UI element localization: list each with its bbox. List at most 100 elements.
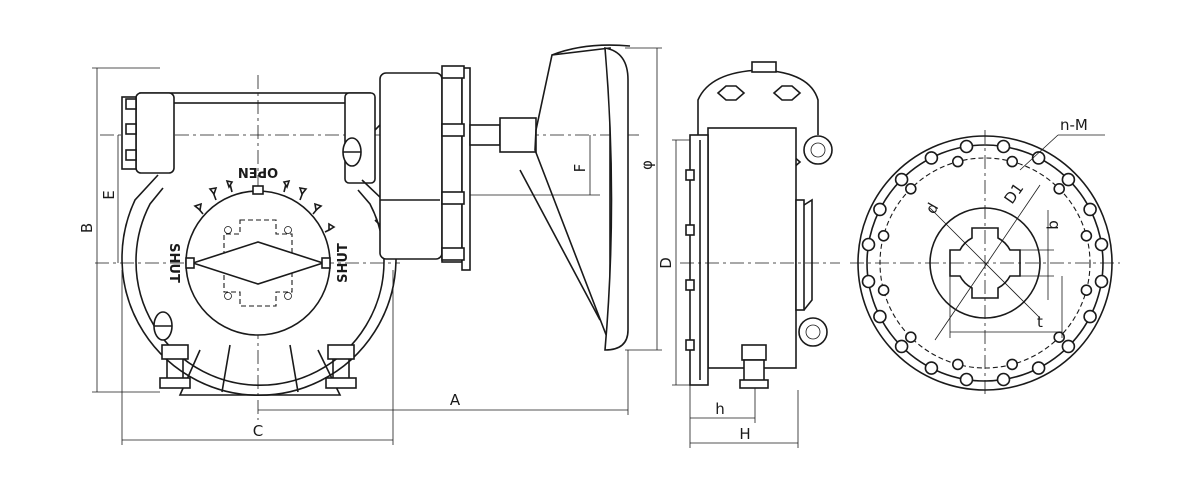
handwheel-spokes — [534, 47, 611, 346]
housing-inner — [135, 187, 385, 386]
mounting-bolt-hole — [951, 358, 964, 371]
flange-rim-bolt — [1094, 274, 1109, 289]
dial-top-marker — [252, 185, 264, 195]
mounting-bolt-hole — [1006, 358, 1019, 371]
flange-rim-bolt — [861, 274, 876, 289]
dim-F-label: F — [571, 164, 589, 173]
lifting-eye-top — [803, 135, 833, 165]
flange-rim-bolt — [1061, 339, 1076, 354]
foot-bolt-head — [327, 344, 355, 360]
outer-bolt-holes — [861, 139, 1109, 387]
mounting-bolt-hole — [904, 183, 917, 195]
dim-h-label: h — [715, 400, 725, 418]
dial-scale — [185, 179, 336, 269]
side-top-housing — [697, 69, 819, 135]
flange-rim-bolt — [1061, 172, 1076, 187]
hex-bolt — [772, 85, 802, 101]
side-foot-bolt-nut — [739, 379, 769, 389]
handwheel-rim-top — [551, 44, 631, 56]
flange-rim-bolt — [996, 139, 1011, 154]
flange-rim-bolt — [959, 139, 974, 154]
mounting-bolt-hole — [877, 284, 890, 297]
flange-bolt — [685, 279, 695, 291]
mounting-bolt-hole — [1080, 230, 1093, 242]
mounting-bolt-hole — [1080, 284, 1093, 297]
left-cap-block — [135, 92, 175, 174]
side-flange — [689, 134, 709, 386]
flange-rim-bolt — [894, 339, 909, 354]
side-top-boss — [751, 61, 777, 73]
dim-d-label: d — [922, 200, 942, 217]
mounting-bolt-hole — [1006, 155, 1019, 168]
flange-rim-bolt — [924, 361, 939, 375]
shut-mark-right: SHUT — [336, 243, 351, 283]
dim-A-label: A — [450, 391, 461, 409]
dial-screw — [224, 226, 232, 234]
foot-bolt-nut — [325, 377, 357, 389]
side-body — [707, 127, 797, 369]
housing-transition — [374, 124, 381, 226]
side-right-plate — [795, 199, 805, 311]
cover-bolt — [441, 191, 465, 205]
shaft-coupling — [499, 117, 537, 153]
spline-bore — [949, 227, 1021, 299]
dim-d-line — [929, 207, 1041, 319]
flange-bolt — [685, 339, 695, 351]
flange-rim-bolt — [996, 372, 1011, 387]
dial-screw — [224, 292, 232, 300]
open-mark: OPEN — [238, 164, 278, 179]
flange-view: n-M D1 d b t — [850, 116, 1120, 395]
side-foot-bolt — [741, 344, 767, 361]
dim-D-label: D — [657, 257, 675, 269]
mounting-bolt-hole — [951, 155, 964, 168]
rib-line — [221, 344, 231, 393]
input-shaft — [469, 124, 501, 146]
dial-left-marker — [185, 257, 195, 269]
flange-rim-bolt — [873, 309, 887, 324]
dim-d1-line — [934, 184, 1041, 341]
side-view: D h H — [657, 61, 840, 448]
dim-B-label: B — [78, 223, 96, 233]
dim-C-label: C — [253, 422, 263, 440]
flange-rim-bolt — [861, 237, 876, 252]
mounting-bolt-hole — [1053, 331, 1065, 344]
inner-bolt-holes — [877, 155, 1093, 371]
side-right-rib — [803, 198, 813, 311]
mounting-bolt-hole — [1053, 183, 1065, 195]
lifting-lug-bottom-left — [153, 311, 173, 341]
hex-bolt — [716, 85, 746, 101]
handwheel-spoke — [519, 169, 601, 321]
dim-phi-label: φ — [638, 160, 656, 170]
dim-D1-label: D1 — [1001, 180, 1028, 208]
handwheel-rim — [604, 47, 629, 351]
hidden-bore-outline — [223, 219, 293, 307]
flange-rim-bolt — [924, 151, 939, 165]
flange-bolt — [685, 169, 695, 181]
dial-screw — [284, 226, 292, 234]
foot-bolt-nut — [159, 377, 191, 389]
front-view: OPEN SHUT SHUT B E F — [78, 44, 662, 445]
flange-rim-bolt — [1031, 361, 1046, 375]
dim-t-label: t — [1037, 313, 1043, 331]
flange-rim-bolt — [1083, 202, 1097, 217]
mounting-bolt-hole — [877, 230, 890, 242]
dim-nM-leader — [1019, 134, 1059, 171]
input-flange — [441, 75, 463, 263]
bolt-circle — [879, 157, 1091, 369]
flange-rim-bolt — [1083, 309, 1097, 324]
flange-rim-bolt — [1094, 237, 1109, 252]
bolt-head — [125, 149, 137, 161]
dial-screw — [284, 292, 292, 300]
dim-b-label: b — [1044, 220, 1062, 230]
flange-rim-bolt — [959, 372, 974, 387]
flange-rim-bolt — [873, 202, 887, 217]
flange-rim-bolt — [1031, 151, 1046, 165]
mounting-bolt-hole — [904, 331, 917, 344]
dim-E-label: E — [100, 190, 118, 199]
shut-mark-left: SHUT — [166, 243, 181, 283]
input-cover-plate — [461, 67, 471, 271]
lifting-lug-top-right — [342, 137, 362, 167]
cover-bolt — [441, 247, 465, 261]
dial-right-marker — [321, 257, 331, 269]
bolt-head — [125, 98, 137, 110]
